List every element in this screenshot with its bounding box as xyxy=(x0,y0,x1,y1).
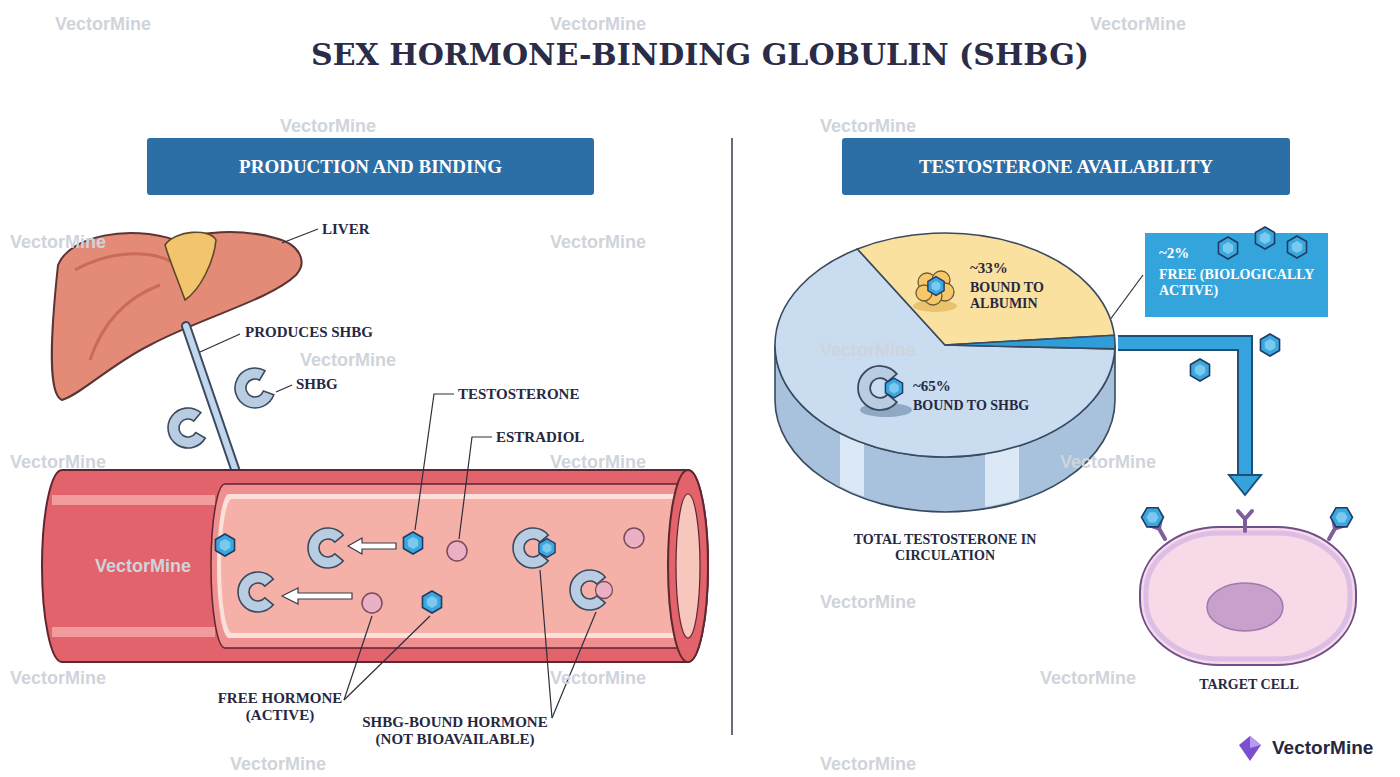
binding-arrow xyxy=(282,588,352,604)
shbg-protein xyxy=(165,406,207,452)
cell-nucleus xyxy=(1207,583,1283,631)
watermark: VectorMine xyxy=(10,452,106,473)
part-label: SHBG xyxy=(296,376,338,393)
target-cell-shape xyxy=(1135,495,1363,705)
receptor xyxy=(1321,503,1356,544)
organ-label: LIVER xyxy=(322,221,370,238)
shbg-icon xyxy=(858,366,912,417)
receptor xyxy=(1238,511,1252,531)
cell-label: TARGET CELL xyxy=(1135,677,1363,693)
flow-arrow xyxy=(1118,343,1261,495)
free-fraction-box: ~2% FREE (BIOLOGICALLY ACTIVE) xyxy=(1145,233,1328,317)
slice-label: BOUND TO ALBUMIN xyxy=(970,280,1070,312)
watermark: VectorMine xyxy=(820,592,916,613)
watermark: VectorMine xyxy=(55,14,151,35)
watermark: VectorMine xyxy=(1040,668,1136,689)
testosterone-molecule xyxy=(403,532,422,554)
chart-caption: TOTAL TESTOSTERONE IN CIRCULATION xyxy=(849,532,1041,564)
testosterone-molecule xyxy=(1218,237,1237,259)
watermark: VectorMine xyxy=(10,232,106,253)
shbg-protein xyxy=(308,528,343,568)
pie-chart-shape xyxy=(770,220,1118,570)
watermark: VectorMine xyxy=(820,116,916,137)
percentage: ~65% xyxy=(913,378,951,395)
pie-slice xyxy=(945,335,1115,349)
pie-highlight xyxy=(985,446,1019,507)
logo-text: VectorMine xyxy=(1272,737,1373,759)
watermark: VectorMine xyxy=(550,232,646,253)
slice-label: FREE (BIOLOGICALLY ACTIVE) xyxy=(1159,267,1316,299)
divider-line xyxy=(731,138,733,735)
pie-slice xyxy=(857,233,1114,345)
watermark: VectorMine xyxy=(550,14,646,35)
cell-membrane-inner xyxy=(1146,533,1350,659)
estradiol-molecule xyxy=(624,528,644,548)
part-label: SHBG-BOUND HORMONE (NOT BIOAVAILABLE) xyxy=(355,714,555,749)
liver xyxy=(52,232,302,400)
watermark: VectorMine xyxy=(1090,14,1186,35)
part-label: TESTOSTERONE xyxy=(458,386,579,403)
percentage: ~33% xyxy=(970,260,1008,277)
watermark: VectorMine xyxy=(550,668,646,689)
testosterone-molecule xyxy=(215,534,234,556)
testosterone-molecule xyxy=(1190,359,1209,381)
section-header: TESTOSTERONE AVAILABILITY xyxy=(842,138,1290,195)
section-header: PRODUCTION AND BINDING xyxy=(147,138,594,195)
percentage: ~2% xyxy=(1159,245,1316,262)
slice-label: BOUND TO SHBG xyxy=(913,398,1063,414)
watermark: VectorMine xyxy=(230,754,326,775)
part-label: FREE HORMONE (ACTIVE) xyxy=(205,690,355,725)
shbg-protein xyxy=(229,364,276,414)
pie-chart: ~33% BOUND TO ALBUMIN ~65% BOUND TO SHBG TOT… xyxy=(770,220,1118,570)
target-cell: TARGET CELL xyxy=(1135,495,1363,705)
cell-membrane xyxy=(1140,527,1356,665)
testosterone-molecule xyxy=(1287,236,1306,258)
blood-vessel xyxy=(42,470,708,662)
section-heading: TESTOSTERONE AVAILABILITY xyxy=(919,156,1213,178)
watermark: VectorMine xyxy=(280,116,376,137)
binding-arrow xyxy=(348,538,396,554)
testosterone-molecule xyxy=(422,591,441,613)
process-label: PRODUCES SHBG xyxy=(245,324,373,341)
part-label: ESTRADIOL xyxy=(496,429,584,446)
shbg-protein xyxy=(238,572,273,612)
watermark: VectorMine xyxy=(95,556,191,577)
watermark: VectorMine xyxy=(1060,452,1156,473)
leader-lines xyxy=(200,229,1143,718)
title: SEX HORMONE-BINDING GLOBULIN (SHBG) xyxy=(0,38,1400,73)
section-heading: PRODUCTION AND BINDING xyxy=(239,156,502,178)
watermark: VectorMine xyxy=(10,668,106,689)
albumin-icon xyxy=(913,271,957,312)
estradiol-molecule xyxy=(447,541,467,561)
estradiol-molecule xyxy=(596,582,613,599)
estradiol-molecule xyxy=(362,593,382,613)
receptor xyxy=(1139,503,1174,544)
watermark: VectorMine xyxy=(820,340,916,361)
watermark: VectorMine xyxy=(820,754,916,775)
logo-icon xyxy=(1239,736,1261,761)
watermark: VectorMine xyxy=(550,452,646,473)
testosterone-molecule xyxy=(539,539,555,558)
testosterone-molecule xyxy=(1255,227,1274,249)
watermark: VectorMine xyxy=(300,350,396,371)
testosterone-molecule xyxy=(1260,334,1279,356)
